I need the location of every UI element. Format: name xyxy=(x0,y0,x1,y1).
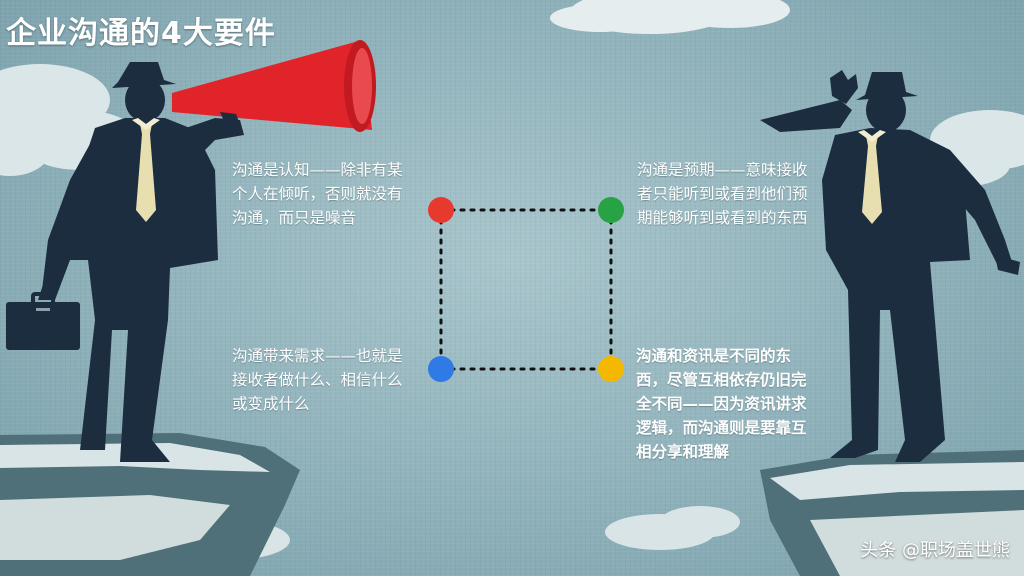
requirement-cognition: 沟通是认知——除非有某个人在倾听，否则就没有沟通，而只是噪音 xyxy=(232,161,403,227)
requirement-dot-yellow xyxy=(598,356,624,382)
requirement-demand: 沟通带来需求——也就是接收者做什么、相信什么或变成什么 xyxy=(232,347,403,413)
right-figure xyxy=(760,70,1020,462)
cloud-top-right xyxy=(550,0,790,34)
watermark: 头条 @职场盖世熊 xyxy=(860,540,1010,561)
right-cliff xyxy=(760,450,1024,576)
slide-title: 企业沟通的4大要件 xyxy=(6,16,276,51)
connector-lines xyxy=(439,208,613,371)
requirement-dot-blue xyxy=(428,356,454,382)
requirement-information: 沟通和资讯是不同的东西，尽管互相依存仍旧完全不同——因为资讯讲求逻辑，而沟通则是… xyxy=(636,347,807,461)
megaphone-icon xyxy=(172,40,376,135)
requirement-dot-green xyxy=(598,197,624,223)
left-figure xyxy=(6,62,244,462)
requirement-dot-red xyxy=(428,197,454,223)
requirement-expectation: 沟通是预期——意味接收者只能听到或看到他们预期能够听到或看到的东西 xyxy=(637,161,808,227)
